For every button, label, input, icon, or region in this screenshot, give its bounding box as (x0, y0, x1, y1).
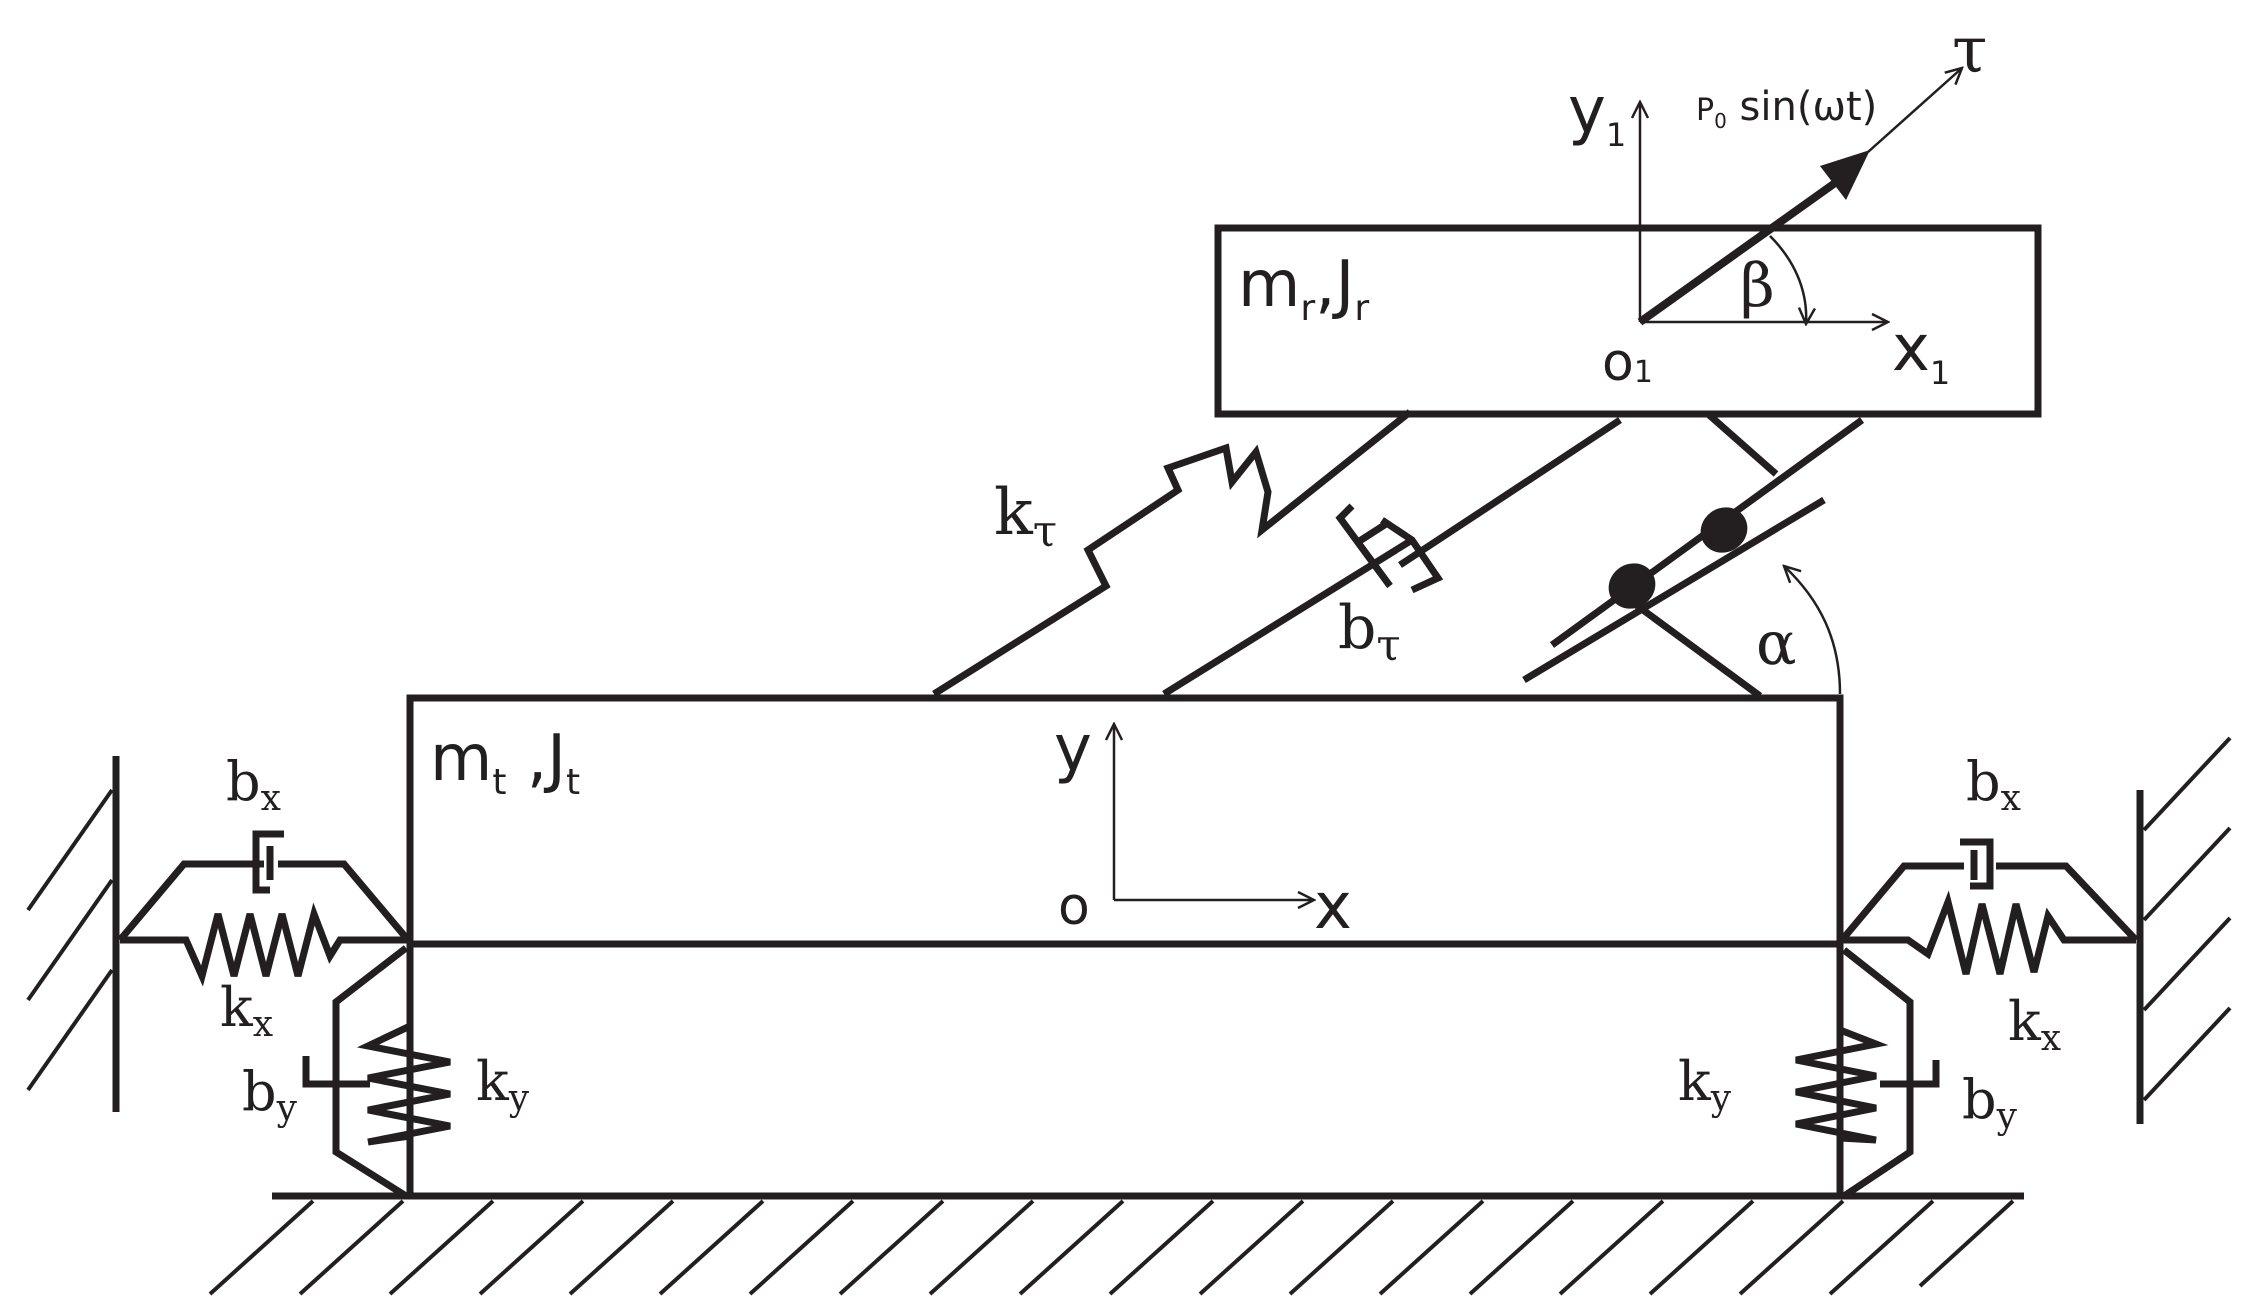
y1-label: y1 (1568, 74, 1626, 154)
kx-right-label: kx (2008, 990, 2061, 1059)
spring-k-tau (932, 409, 1413, 697)
lower-mass (406, 694, 1844, 1196)
ky-left-label: ky (476, 1050, 530, 1119)
damper-b-tau (1162, 417, 1622, 697)
by-right-label: by (1962, 1068, 2018, 1137)
o-label: o (1058, 877, 1090, 937)
x-label: x (1314, 870, 1352, 944)
b-tau-label: bτ (1338, 593, 1401, 671)
lower-axes (1114, 724, 1314, 900)
force-arrow (1637, 68, 1962, 326)
y-label: y (1054, 712, 1092, 786)
force-label: P0 sin(ωt) (1696, 84, 1877, 133)
ground-hatching (208, 1199, 2015, 1296)
lower-mass-label: mt ,Jt (430, 722, 580, 803)
left-vertical-suspension (302, 945, 451, 1199)
o1-label: o1 (1602, 333, 1653, 393)
upper-mass-label: mr,Jr (1238, 248, 1369, 329)
kx-left-label: kx (220, 976, 273, 1045)
force-arrow-head (1820, 150, 1870, 200)
beta-angle-arc (1769, 235, 1806, 324)
ky-right-label: ky (1678, 1050, 1732, 1119)
right-wall (2136, 736, 2232, 1124)
k-tau-label: kτ (994, 476, 1057, 557)
bx-right-label: bx (1966, 750, 2021, 819)
ground (208, 1192, 2024, 1296)
upper-mass (1214, 224, 2042, 418)
right-vertical-suspension (1795, 947, 1940, 1199)
roller-2 (1700, 507, 1748, 553)
beta-label: β (1740, 251, 1775, 321)
left-horizontal-suspension (117, 830, 411, 987)
x1-label: x1 (1892, 312, 1950, 392)
right-horizontal-suspension (1839, 838, 2139, 975)
by-left-label: by (242, 1060, 298, 1129)
alpha-label: α (1756, 609, 1797, 679)
left-wall (26, 756, 120, 1112)
bx-left-label: bx (226, 750, 281, 819)
tau-label: τ (1952, 14, 1987, 88)
roller-1 (1608, 563, 1656, 609)
upper-axes (1640, 102, 1888, 322)
roller-guide (1522, 411, 1865, 699)
alpha-angle-arc (1784, 566, 1842, 695)
